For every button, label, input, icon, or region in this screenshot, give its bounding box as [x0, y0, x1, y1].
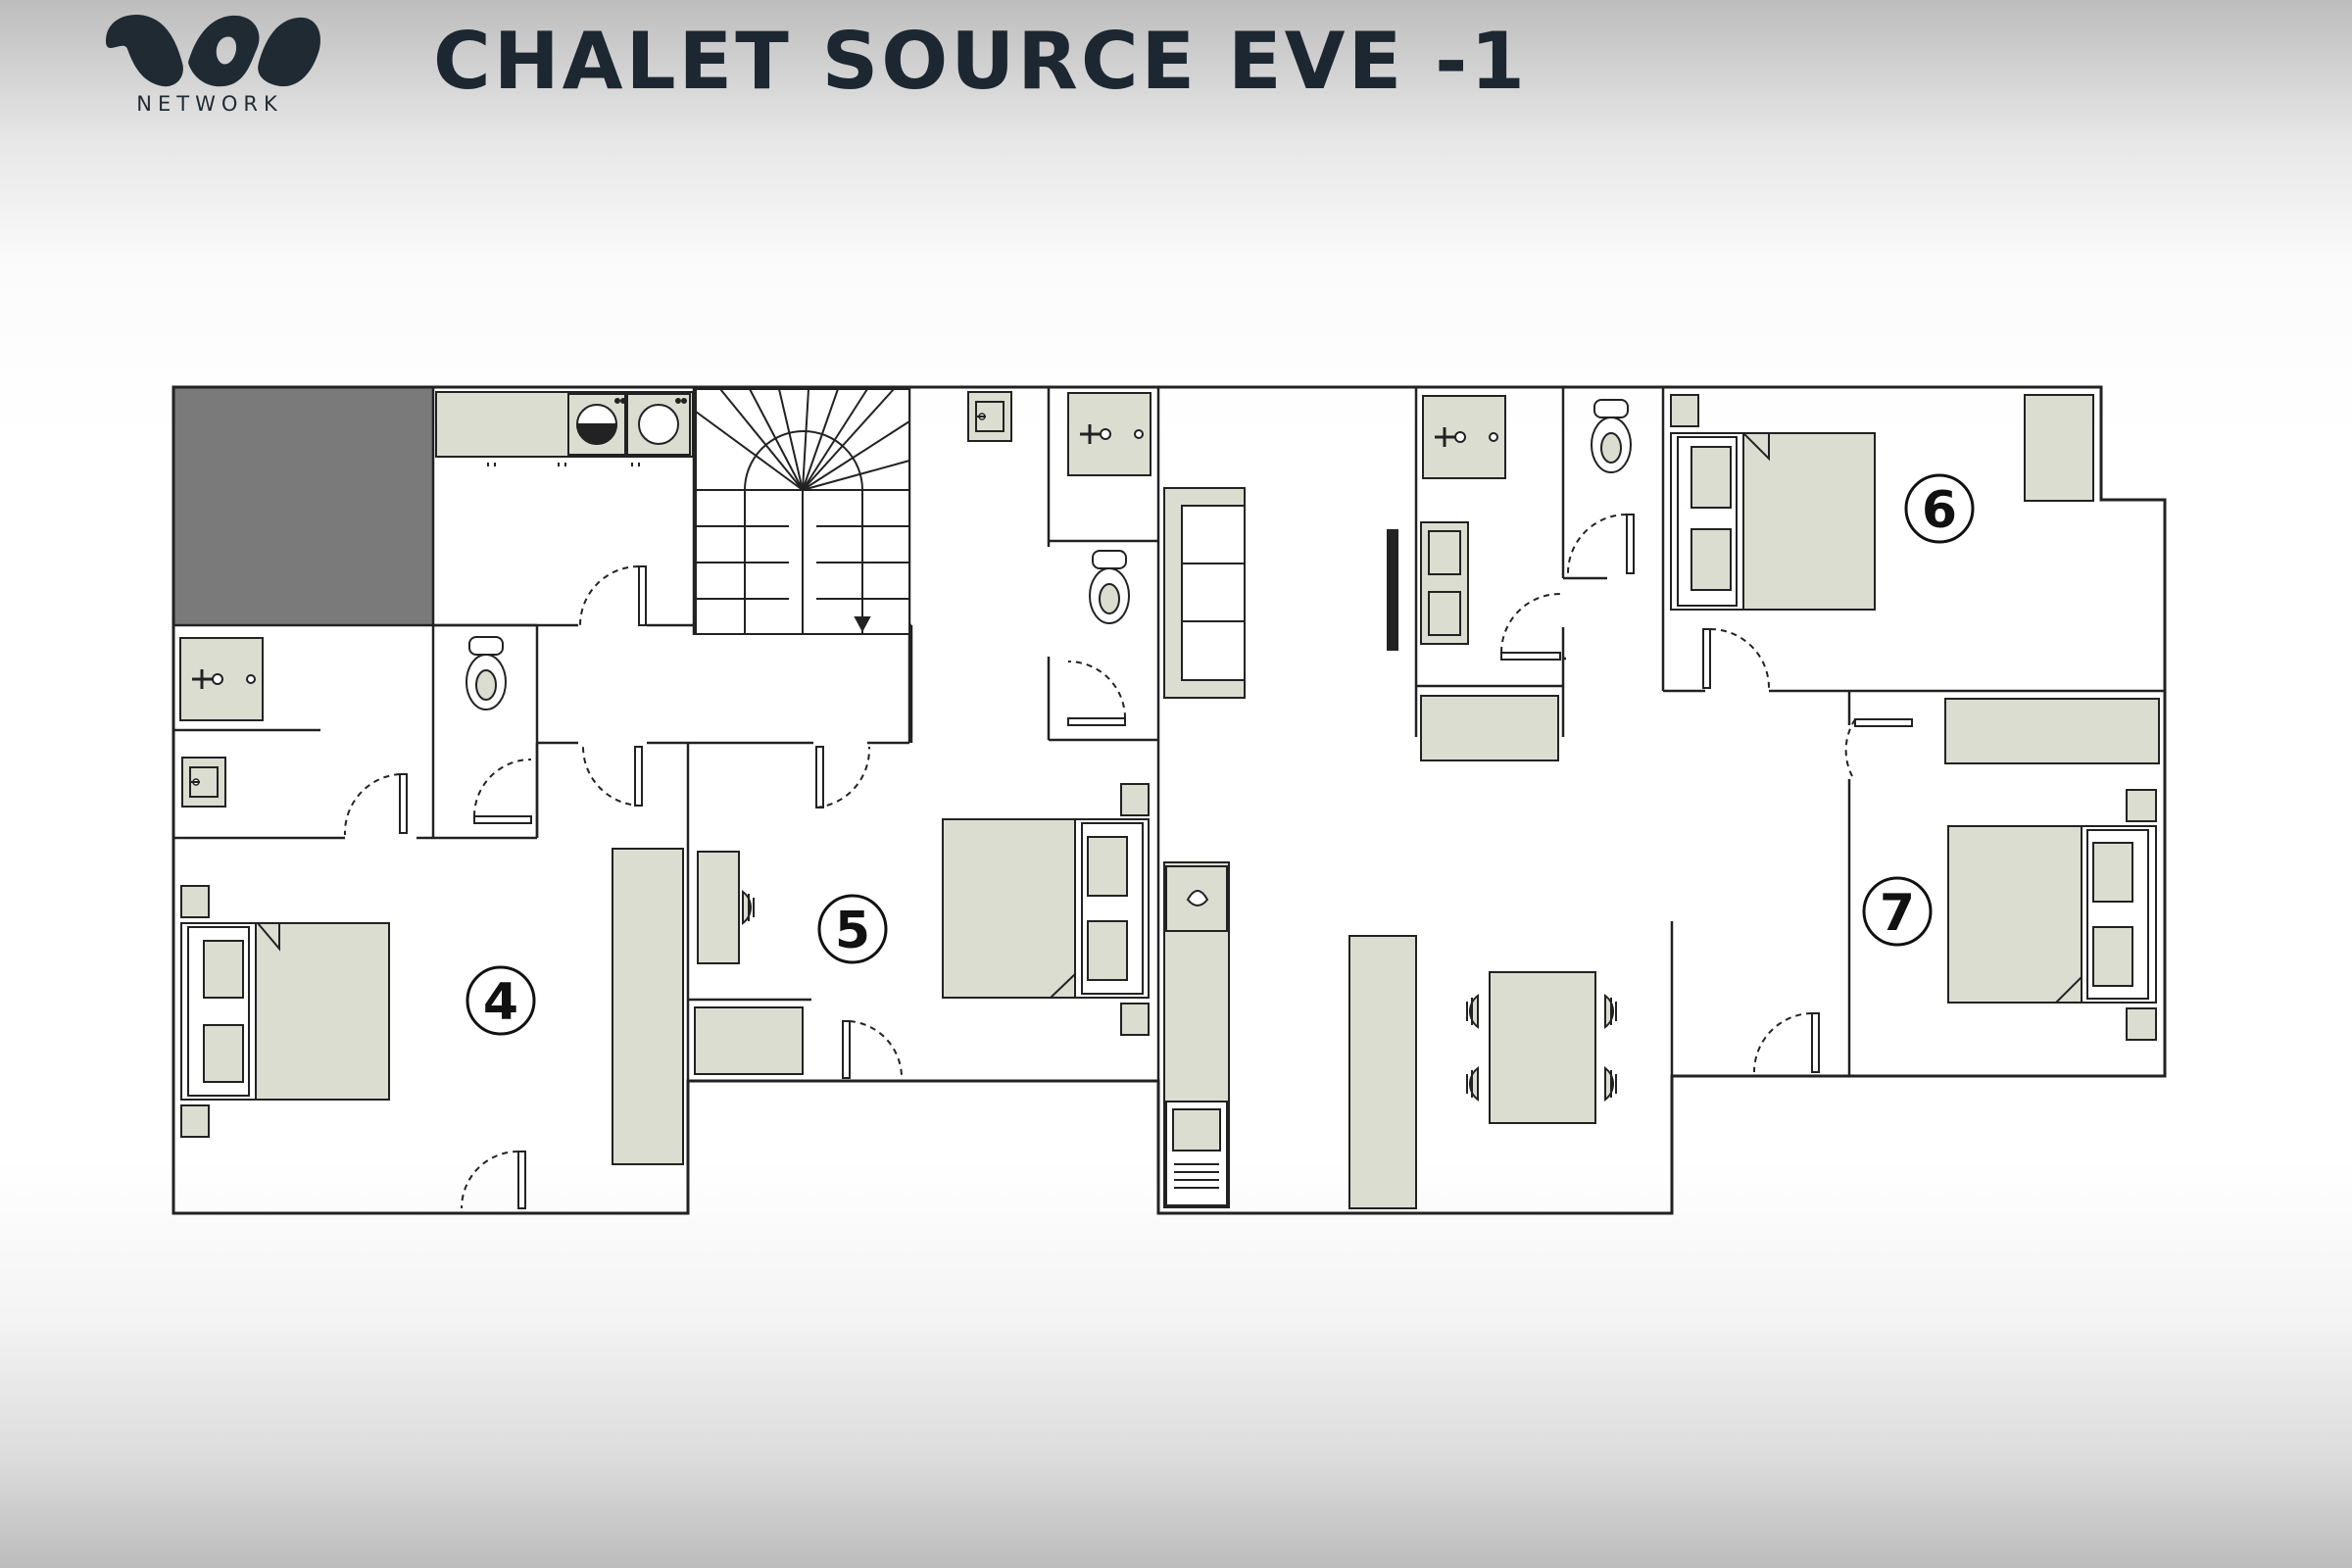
network-logo — [106, 15, 321, 87]
toilet-icon — [1591, 399, 1632, 473]
wardrobe-room-7 — [1944, 698, 2160, 764]
chair-icon — [742, 891, 755, 924]
washbasin-icon — [967, 391, 1012, 442]
shower-icon — [1066, 391, 1152, 477]
room-label-6: 6 — [1904, 473, 1975, 544]
page-title: CHALET SOURCE EVE -1 — [433, 16, 1528, 107]
dresser-room-5 — [694, 1006, 804, 1075]
bed-room-4 — [180, 885, 390, 1138]
room-label-4: 4 — [466, 965, 536, 1036]
staircase — [695, 388, 910, 635]
bed-room-7 — [1947, 789, 2157, 1041]
chair-icon — [1604, 995, 1617, 1028]
shaded-area — [173, 387, 434, 625]
room-label-7: 7 — [1862, 876, 1933, 947]
shower-icon — [178, 636, 265, 722]
tv — [1387, 529, 1398, 651]
bed-room-5 — [942, 783, 1150, 1036]
exterior-walls — [172, 385, 2167, 1215]
desk-room-5 — [697, 851, 740, 964]
double-vanity — [1420, 521, 1469, 645]
dining-table — [1489, 971, 1596, 1124]
room-number-5: 5 — [835, 902, 870, 960]
room-label-5: 5 — [817, 894, 888, 964]
chair-icon — [1604, 1067, 1617, 1101]
shower-icon — [1421, 394, 1507, 480]
room-number-4: 4 — [483, 973, 518, 1032]
laundry-counter — [435, 391, 694, 466]
room-number-6: 6 — [1922, 481, 1957, 540]
room-number-7: 7 — [1880, 884, 1915, 943]
washbasin-icon — [181, 757, 226, 808]
chair-icon — [1466, 1067, 1479, 1101]
counter-bath — [1420, 695, 1559, 761]
toilet-icon — [1089, 550, 1130, 624]
toilet-icon — [466, 636, 507, 710]
chair-icon — [1466, 995, 1479, 1028]
sofa — [1163, 487, 1246, 699]
kitchen-counter — [1163, 861, 1230, 1208]
wardrobe-room-4 — [612, 848, 684, 1165]
wardrobe-room-6 — [2024, 394, 2094, 502]
brand-wordmark: NETWORK — [136, 92, 283, 116]
island-counter — [1348, 935, 1417, 1209]
bed-room-6 — [1670, 394, 1876, 611]
doors — [343, 514, 1913, 1209]
